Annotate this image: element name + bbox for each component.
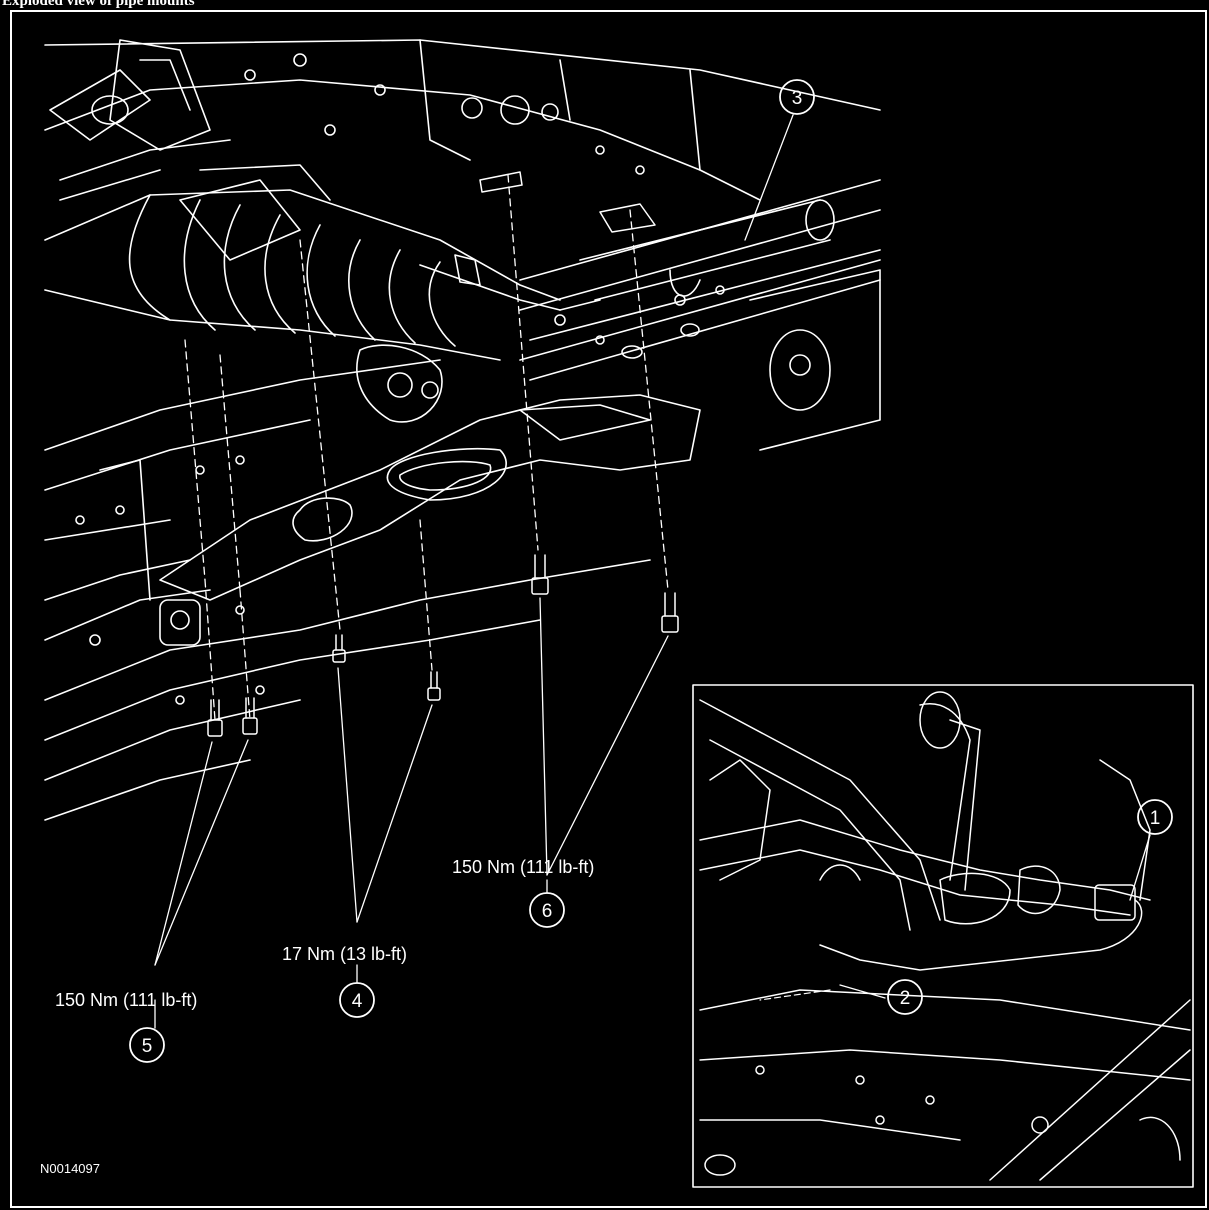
diagram-title: Exploded view of pipe mounts [2,0,195,9]
callout-6-number: 6 [542,901,553,922]
callout-1: 1 [1137,799,1173,835]
inset-detail-panel [692,684,1194,1188]
callout-6: 6 [529,892,565,928]
bolts [207,171,679,737]
callout-5: 5 [129,1027,165,1063]
callout-4: 4 [339,982,375,1018]
bolt-6b [661,592,679,633]
leader-lines [154,114,794,1029]
torque-label-6: 150 Nm (111 lb-ft) [452,857,595,877]
callout-2-number: 2 [900,988,911,1009]
header-strip: Exploded view of pipe mounts [0,0,1209,12]
vehicle-underbody-drawing [44,39,881,821]
callout-3: 3 [779,79,815,115]
bolt-6a [531,554,549,595]
bolt-4a [332,634,346,663]
bolt-5a [207,699,223,737]
callout-5-number: 5 [142,1036,153,1057]
torque-label-4: 17 Nm (13 lb-ft) [282,944,408,964]
figure-id: N0014097 [40,1161,100,1176]
callout-1-number: 1 [1150,808,1161,829]
callout-3-number: 3 [792,88,803,109]
callout-2: 2 [887,979,923,1015]
bolt-4b [427,671,441,701]
torque-label-5: 150 Nm (111 lb-ft) [55,990,198,1010]
bolt-5b [242,697,258,735]
diagram-border [10,10,1207,1208]
bolt-alignment-lines [184,174,669,721]
callout-4-number: 4 [352,991,363,1012]
